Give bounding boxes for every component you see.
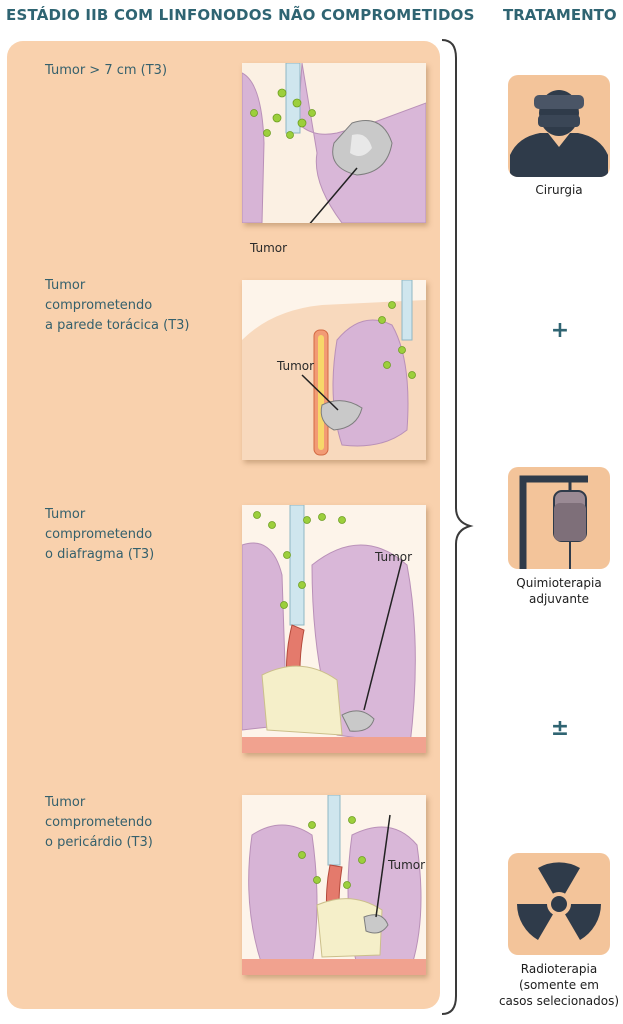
radiation-icon — [508, 853, 610, 955]
illustration-tumor-size — [242, 63, 426, 223]
case-label-tumor-size: Tumor > 7 cm (T3) — [45, 63, 168, 78]
illustration-label-tumor-1: Tumor — [250, 241, 288, 255]
illustration-label-tumor-4: Tumor — [388, 858, 426, 872]
brace-connector — [441, 39, 474, 1015]
illustration-label-tumor-3: Tumor — [375, 550, 413, 564]
treatment-title: TRATAMENTO — [503, 6, 617, 24]
case-label-pericardium: Tumor comprometendo o pericárdio (T3) — [45, 795, 153, 850]
treatment-label-radiotherapy: Radioterapia (somente em casos seleciona… — [498, 962, 620, 1008]
case-label-diaphragm: Tumor comprometendo o diafragma (T3) — [45, 507, 155, 562]
case-label-chest-wall: Tumor comprometendo a parede torácica (T… — [45, 278, 190, 333]
treatment-label-chemotherapy: Quimioterapia adjuvante — [516, 576, 602, 606]
treatment-label-surgery: Cirurgia — [535, 183, 583, 197]
illustration-pericardium — [242, 795, 426, 975]
illustration-diaphragm — [242, 505, 426, 753]
plus-symbol: + — [550, 318, 570, 343]
stage-title: ESTÁDIO IIB COM LINFONODOS NÃO COMPROMET… — [6, 6, 475, 24]
illustration-chest-wall — [242, 280, 426, 460]
illustration-label-tumor-2: Tumor — [277, 359, 315, 373]
iv-drip-icon — [508, 467, 610, 569]
surgeon-icon — [508, 75, 610, 177]
plus-minus-symbol: ± — [550, 716, 570, 741]
